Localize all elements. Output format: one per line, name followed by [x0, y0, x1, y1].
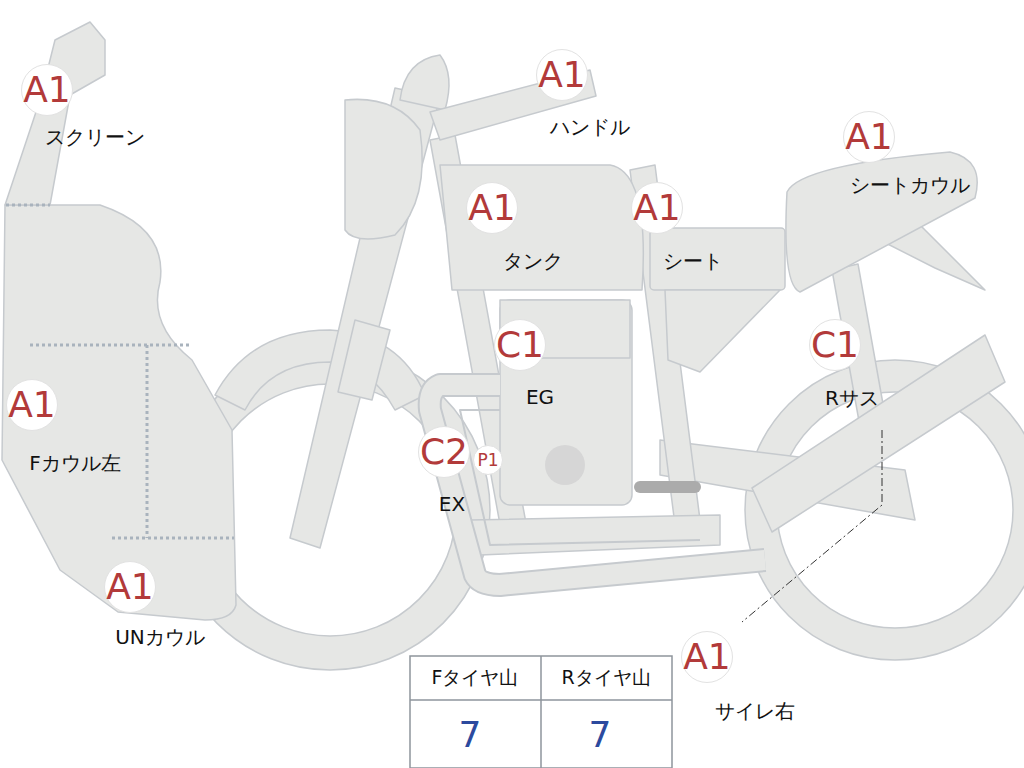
- leader-line: [742, 430, 882, 622]
- callout-code: C1: [496, 324, 544, 365]
- callout-code: A1: [23, 69, 71, 110]
- part-name: Fカウル左: [29, 450, 121, 477]
- part-name: サイレ右: [715, 698, 795, 725]
- part-name: シート: [663, 248, 723, 275]
- front-fork: [290, 88, 440, 548]
- callout-node: C1Rサス: [809, 319, 861, 371]
- part-name: ハンドル: [550, 114, 630, 141]
- callout-node: A1スクリーン: [21, 64, 73, 116]
- footpeg: [640, 481, 695, 493]
- exhaust-pipe-2: [460, 410, 700, 545]
- callout-node: C2EX: [418, 426, 470, 478]
- table-header: Fタイヤ山: [432, 665, 519, 691]
- callout-node: P1: [473, 445, 503, 475]
- tank: [440, 165, 643, 290]
- callout-code: A1: [538, 54, 586, 95]
- side-cover: [665, 290, 780, 372]
- table-header: Rタイヤ山: [561, 665, 650, 691]
- callout-node: A1Fカウル左: [6, 379, 58, 431]
- callout-node: A1ハンドル: [536, 49, 588, 101]
- crankcase: [545, 445, 585, 485]
- exhaust-pipe: [430, 385, 765, 585]
- part-name: タンク: [503, 248, 563, 275]
- callout-code: C1: [811, 324, 859, 365]
- front-fairing: [2, 205, 236, 620]
- callout-code: A1: [8, 384, 56, 425]
- part-name: EX: [439, 492, 465, 516]
- callout-code: A1: [468, 187, 516, 228]
- callout-node: C1EG: [494, 319, 546, 371]
- fork-guard: [338, 320, 390, 400]
- callout-node: A1シート: [631, 182, 683, 234]
- callout-code: A1: [845, 116, 893, 157]
- part-name: UNカウル: [115, 624, 205, 651]
- part-name: シートカウル: [850, 172, 970, 199]
- headlight: [345, 99, 422, 239]
- callout-node: A1UNカウル: [104, 561, 156, 613]
- table-value: 7: [459, 714, 482, 755]
- table-frame: [410, 656, 672, 768]
- part-name: Rサス: [825, 385, 879, 412]
- frame-lower: [470, 515, 720, 555]
- exhaust-outline: [430, 385, 765, 585]
- callout-code: A1: [633, 187, 681, 228]
- callout-code: C2: [420, 431, 468, 472]
- seat-cowl: [786, 152, 977, 292]
- callout-code: A1: [683, 636, 731, 677]
- table-value: 7: [589, 714, 612, 755]
- callout-node: A1サイレ右: [681, 631, 733, 683]
- muffler: [752, 335, 1005, 532]
- division-line: [112, 537, 234, 540]
- callout-node: A1シートカウル: [843, 111, 895, 163]
- callout-code: A1: [106, 566, 154, 607]
- front-fender: [215, 330, 425, 410]
- part-name: EG: [526, 385, 554, 409]
- mirror: [400, 55, 449, 110]
- callout-node: A1タンク: [466, 182, 518, 234]
- screen: [5, 22, 105, 205]
- seat: [650, 228, 785, 290]
- callout-code: P1: [477, 450, 498, 470]
- division-line: [30, 344, 190, 347]
- table-rule: [540, 656, 542, 768]
- part-name: スクリーン: [45, 124, 145, 151]
- division-line: [6, 204, 50, 207]
- division-line: [146, 345, 149, 538]
